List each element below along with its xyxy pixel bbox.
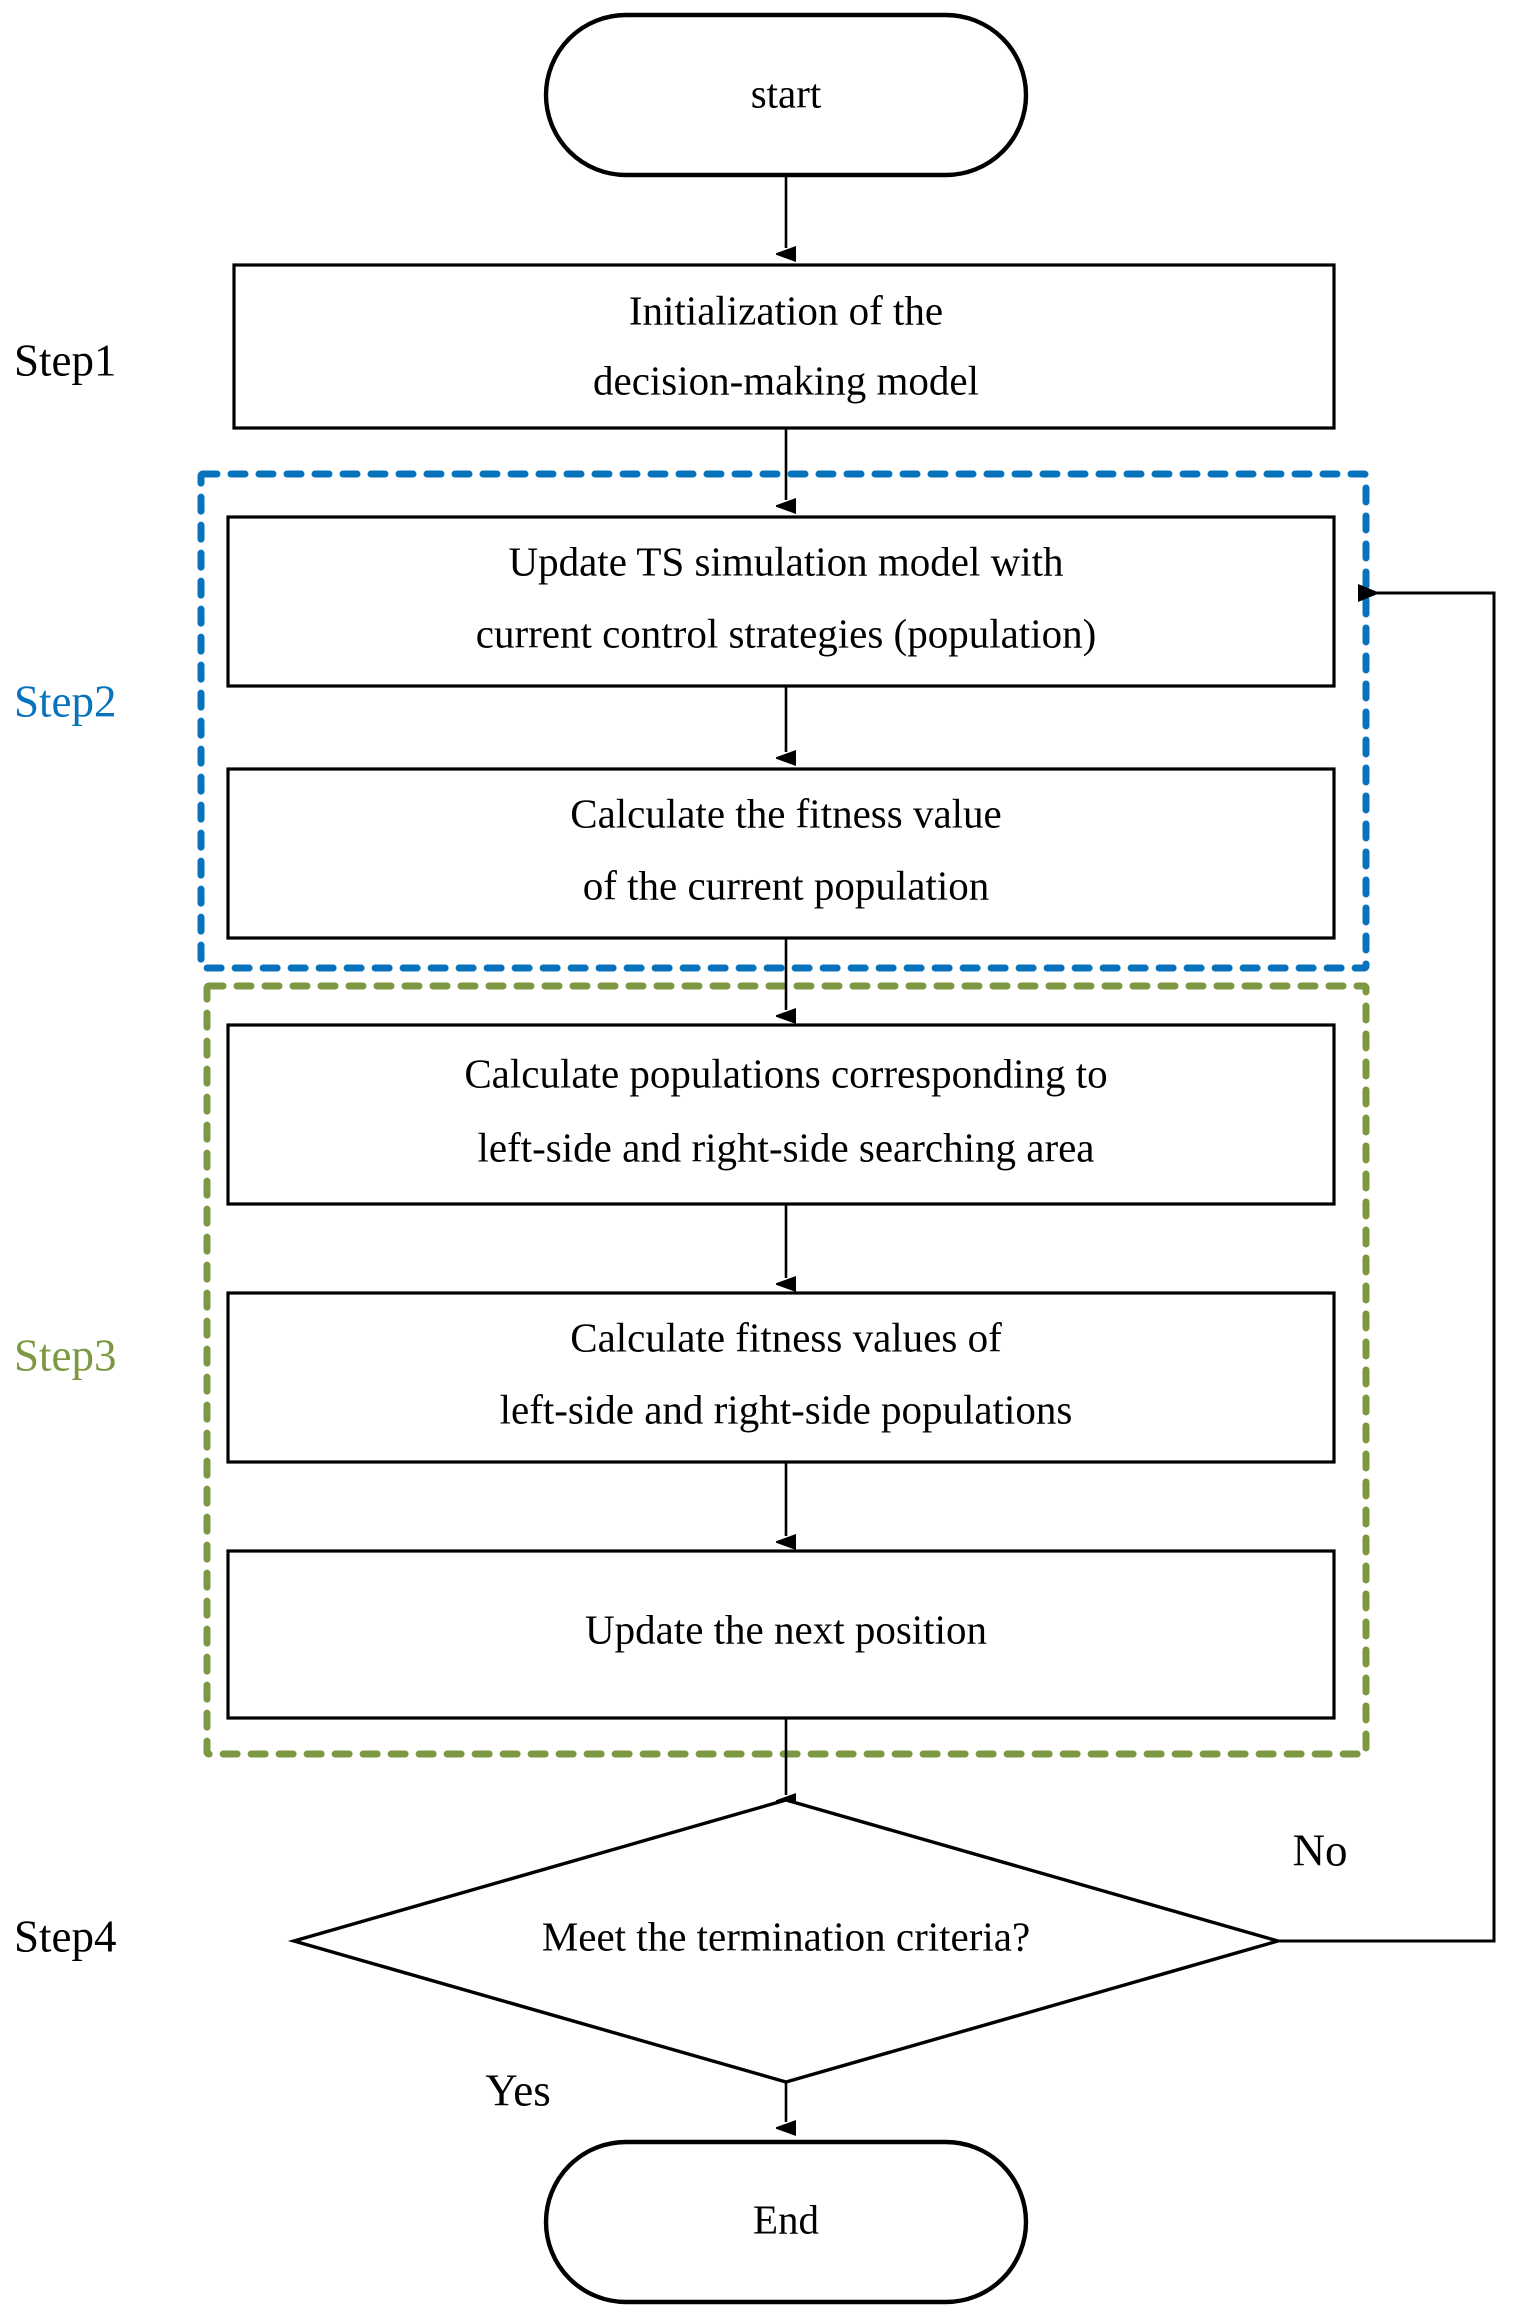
node-update-ts[interactable] [226, 515, 1336, 688]
node-calc-populations[interactable] [226, 1023, 1336, 1206]
node-calc-fitness-values-line1: Calculate fitness values of [570, 1314, 1002, 1360]
node-init-line1: Initialization of the [629, 287, 943, 333]
node-update-ts-line2: current control strategies (population) [476, 610, 1097, 656]
node-calc-fitness-values[interactable] [226, 1291, 1336, 1464]
node-start[interactable] [543, 12, 1029, 178]
node-calc-fitness-line2: of the current population [583, 862, 989, 908]
node-calc-populations-line1: Calculate populations corresponding to [464, 1050, 1107, 1096]
node-end-label: End [753, 2196, 819, 2242]
step-label-step1: Step1 [14, 335, 117, 385]
step-label-step2: Step2 [14, 676, 117, 726]
node-update-ts-line1: Update TS simulation model with [509, 538, 1064, 584]
node-termination[interactable] [287, 1798, 1285, 2084]
node-calc-fitness[interactable] [226, 767, 1336, 940]
node-calc-populations-line2: left-side and right-side searching area [477, 1124, 1094, 1170]
node-calc-fitness-line1: Calculate the fitness value [570, 790, 1001, 836]
node-calc-fitness-values-line2: left-side and right-side populations [500, 1386, 1073, 1432]
node-init[interactable] [232, 263, 1336, 430]
node-update-position[interactable] [226, 1549, 1336, 1720]
node-update-position-line1: Update the next position [585, 1606, 987, 1652]
connector-feedback-no [1278, 584, 1496, 1943]
node-termination-label: Meet the termination criteria? [542, 1913, 1030, 1959]
group-box-step2 [197, 470, 1370, 972]
edge-label-yes: Yes [485, 2065, 550, 2115]
step-label-step3: Step3 [14, 1330, 117, 1380]
step-label-step4: Step4 [14, 1911, 117, 1961]
node-init-line2: decision-making model [593, 357, 979, 403]
node-start-label: start [751, 70, 822, 116]
edge-label-no: No [1293, 1825, 1348, 1875]
node-end[interactable] [543, 2139, 1029, 2305]
